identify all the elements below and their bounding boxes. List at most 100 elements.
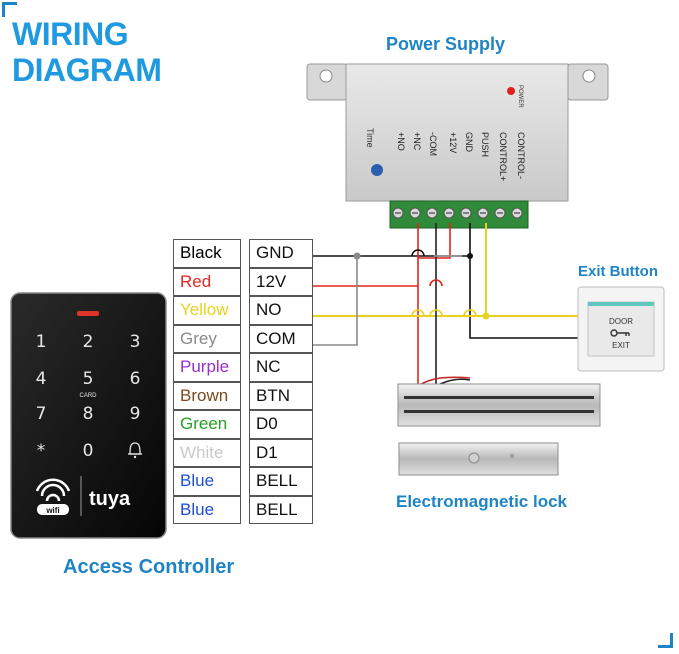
junction-dot bbox=[467, 253, 473, 259]
exit-button-door-text: DOOR bbox=[609, 317, 633, 326]
armature-pin-icon bbox=[510, 454, 514, 458]
terminal-label: CONTROL+ bbox=[498, 132, 508, 181]
page-title: WIRING DIAGRAM bbox=[12, 16, 162, 88]
wire-color-name: Blue bbox=[173, 467, 241, 496]
bell-key-icon[interactable] bbox=[128, 442, 142, 459]
key-9[interactable]: 9 bbox=[130, 404, 141, 424]
wire-color-name: Green bbox=[173, 410, 241, 439]
wire-color-name: Purple bbox=[173, 353, 241, 382]
wire-gnd-to-exit bbox=[469, 223, 586, 339]
wire-color-row: Blue bbox=[173, 495, 241, 524]
wire-color-name: Brown bbox=[173, 381, 241, 410]
wire-signal-row: D0 bbox=[249, 410, 313, 439]
key-2[interactable]: 2 bbox=[83, 332, 94, 352]
time-knob-icon[interactable] bbox=[371, 164, 383, 176]
wire-signal-name: NC bbox=[249, 353, 313, 382]
wire-signal-name: BELL bbox=[249, 495, 313, 524]
wire-12v-jumper bbox=[418, 223, 451, 259]
wire-signal-row: D1 bbox=[249, 438, 313, 467]
key-6[interactable]: 6 bbox=[130, 369, 141, 389]
terminal-label: GND bbox=[464, 132, 474, 153]
terminal-label: +NC bbox=[412, 132, 422, 151]
terminal-block bbox=[389, 200, 529, 229]
corner-mark-bottom-right bbox=[658, 633, 673, 648]
wire-color-row: Green bbox=[173, 410, 241, 439]
lock-label: Electromagnetic lock bbox=[396, 492, 568, 511]
terminal-label: -COM bbox=[428, 132, 438, 156]
exit-button[interactable]: DOOR EXIT bbox=[577, 286, 665, 372]
wire-color-row: Yellow bbox=[173, 296, 241, 325]
wire-signal-row: BELL bbox=[249, 495, 313, 524]
wifi-icon bbox=[35, 478, 71, 515]
key-star[interactable]: * bbox=[37, 441, 46, 461]
wire-signal-row: NO bbox=[249, 296, 313, 325]
wifi-label: wifi bbox=[45, 506, 59, 515]
terminal-label: CONTROL- bbox=[516, 132, 526, 179]
wire-color-name: Yellow bbox=[173, 296, 241, 325]
power-led-label: POWER bbox=[517, 85, 523, 108]
wire-signal-name: D0 bbox=[249, 410, 313, 439]
power-led-icon bbox=[507, 87, 515, 95]
armature-screw-icon bbox=[468, 452, 480, 464]
keypad-body bbox=[10, 292, 167, 539]
junction-dot bbox=[353, 252, 361, 260]
wire-color-name: Red bbox=[173, 267, 241, 296]
card-area-label: CARD bbox=[79, 393, 97, 399]
wire-color-name: Black bbox=[173, 239, 241, 268]
wire-signal-name: 12V bbox=[249, 267, 313, 296]
wire-color-name: White bbox=[173, 438, 241, 467]
exit-button-label: Exit Button bbox=[578, 263, 658, 280]
wire-crossing-hop bbox=[411, 309, 425, 317]
wire-crossing-hop bbox=[411, 249, 425, 257]
wire-color-row: White bbox=[173, 438, 241, 467]
wire-signal-name: BELL bbox=[249, 467, 313, 496]
wire-signal-name: NO bbox=[249, 296, 313, 325]
lock-magnet-body bbox=[397, 383, 601, 427]
access-controller-device: 1 2 3 4 5 6 CARD 7 8 9 * 0 wifi tuya bbox=[10, 292, 167, 539]
mount-hole-right bbox=[582, 69, 596, 83]
access-controller-label: Access Controller bbox=[63, 556, 235, 578]
wire-signal-row: COM bbox=[249, 324, 313, 353]
mount-hole-left bbox=[319, 69, 333, 83]
corner-mark-top-left bbox=[2, 2, 17, 17]
terminal-label: +NO bbox=[396, 132, 406, 151]
key-5[interactable]: 5 bbox=[83, 369, 94, 389]
wire-crossing-hop bbox=[429, 279, 443, 287]
exit-button-exit-text: EXIT bbox=[612, 341, 630, 350]
key-8[interactable]: 8 bbox=[83, 404, 94, 424]
power-supply-body bbox=[345, 63, 569, 202]
wire-crossing-hop bbox=[463, 309, 477, 317]
wire-color-row: Red bbox=[173, 267, 241, 296]
wire-color-row: Grey bbox=[173, 324, 241, 353]
key-3[interactable]: 3 bbox=[130, 332, 141, 352]
wire-signal-row: GND bbox=[249, 239, 313, 268]
exit-button-indicator bbox=[588, 302, 654, 306]
exit-button-face[interactable] bbox=[587, 301, 655, 357]
terminal-label: +12V bbox=[448, 132, 458, 153]
wire-color-row: Blue bbox=[173, 467, 241, 496]
lock-magnet-stripe bbox=[404, 410, 594, 413]
lock-magnet-stripe bbox=[404, 396, 594, 399]
key-7[interactable]: 7 bbox=[36, 404, 47, 424]
wire-color-row: Purple bbox=[173, 353, 241, 382]
wire-signal-row: NC bbox=[249, 353, 313, 382]
key-4[interactable]: 4 bbox=[36, 369, 47, 389]
wire-signal-name: D1 bbox=[249, 438, 313, 467]
key-1[interactable]: 1 bbox=[36, 332, 47, 352]
wire-color-row: Brown bbox=[173, 381, 241, 410]
wire-signal-name: GND bbox=[249, 239, 313, 268]
brand-logo: tuya bbox=[89, 488, 131, 510]
wire-signal-row: 12V bbox=[249, 267, 313, 296]
title-line-1: WIRING bbox=[12, 16, 129, 52]
time-label: Time bbox=[365, 128, 375, 148]
wires bbox=[313, 223, 586, 386]
keypad-status-led bbox=[77, 311, 99, 316]
wire-crossing-hop bbox=[429, 309, 443, 317]
key-0[interactable]: 0 bbox=[83, 441, 94, 461]
junction-dot bbox=[482, 312, 490, 320]
wire-color-row: Black bbox=[173, 239, 241, 268]
